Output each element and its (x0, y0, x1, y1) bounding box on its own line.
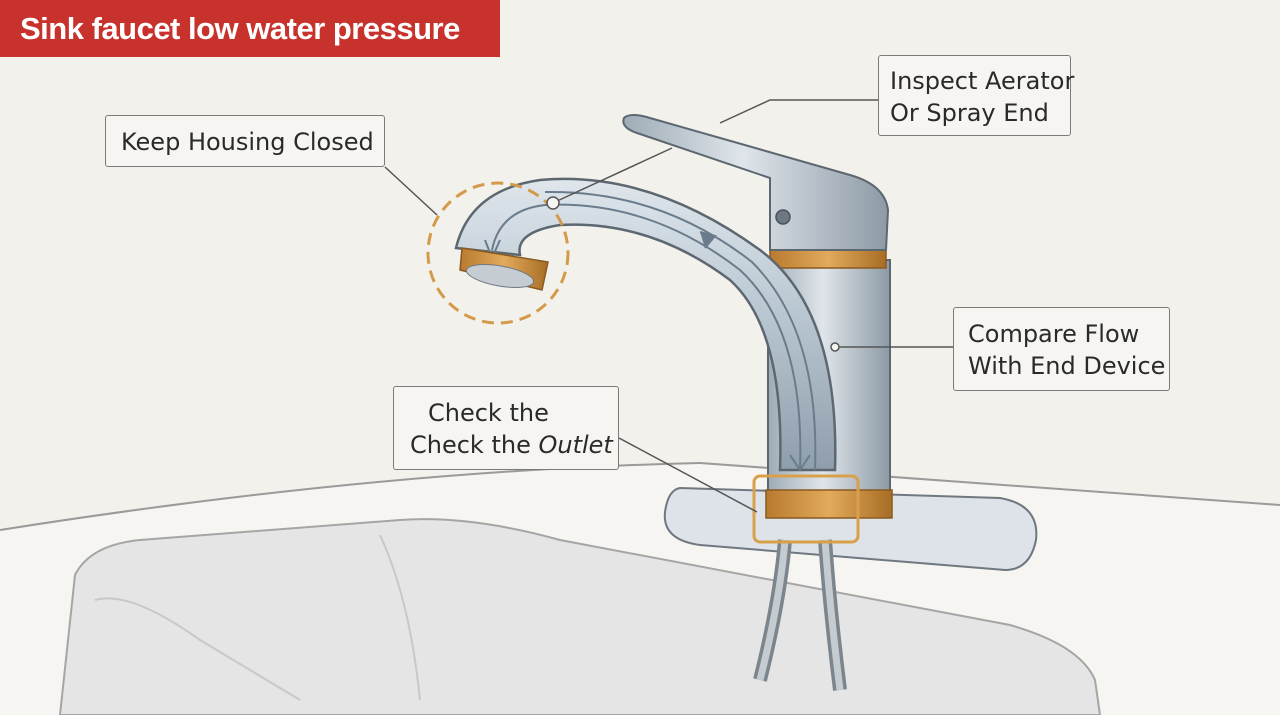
sink-basin (0, 462, 1280, 715)
supply-hoses (753, 539, 847, 691)
callout-text: Keep Housing Closed (121, 128, 374, 156)
callout-line-2-prefix: Check the (410, 431, 539, 459)
leader-lines (384, 99, 953, 513)
callout-compare-flow: Compare Flow With End Device (953, 307, 1170, 391)
outlet-highlight-box (752, 474, 860, 544)
page-title: Sink faucet low water pressure (0, 0, 500, 57)
callout-line-2: Or Spray End (890, 99, 1049, 127)
callout-line-1: Compare Flow (968, 320, 1140, 348)
deck-plate (663, 486, 1038, 572)
callout-keep-housing-closed: Keep Housing Closed (105, 115, 385, 167)
faucet-spout (454, 177, 837, 472)
callout-line-2-emphasis: Outlet (538, 431, 613, 459)
faucet-handle (622, 114, 890, 251)
callout-line-2: With End Device (968, 352, 1166, 380)
callout-line-1: Inspect Aerator (890, 67, 1075, 95)
callout-line-2: Check the Outlet (410, 429, 618, 461)
callout-check-outlet: Check the Check the Outlet (393, 386, 619, 470)
callout-line-1: Check the (428, 399, 549, 427)
aerator (459, 247, 549, 291)
aerator-highlight-ring (426, 181, 570, 325)
callout-inspect-aerator: Inspect Aerator Or Spray End (878, 55, 1075, 136)
